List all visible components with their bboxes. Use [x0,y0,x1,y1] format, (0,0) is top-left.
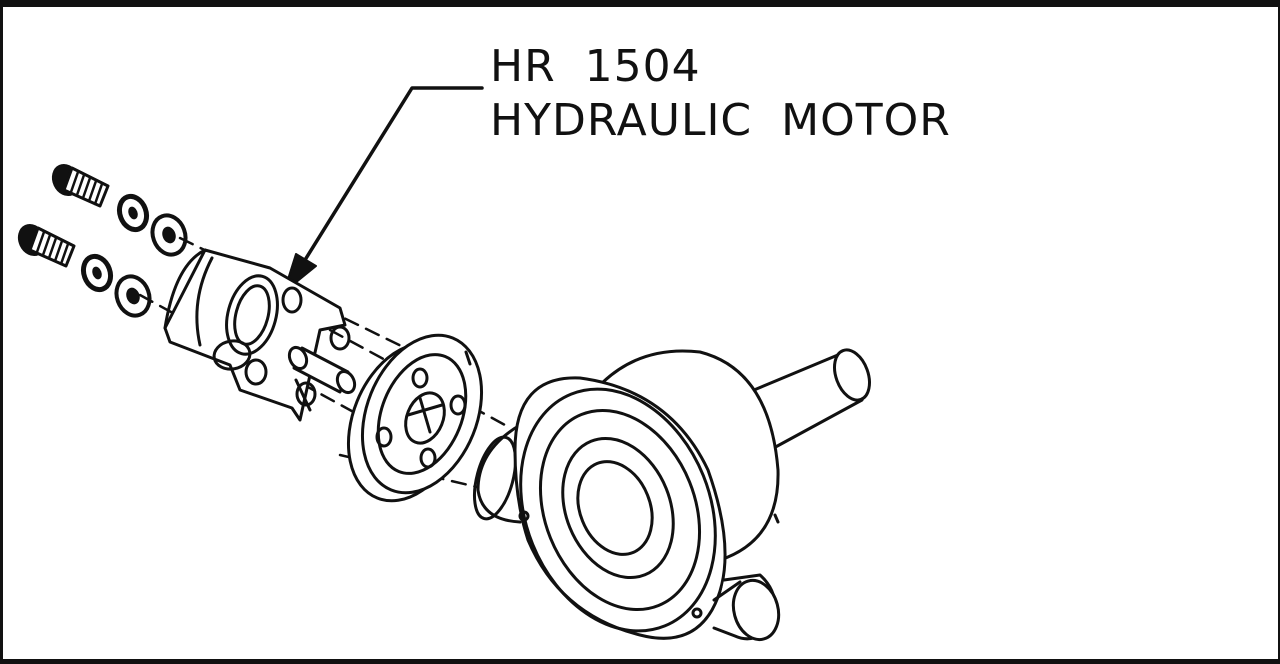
part-callout: HR 1504 HYDRAULIC MOTOR [490,40,951,148]
housing [472,348,871,642]
coupling-pin [287,325,357,407]
flat-washer-upper [150,213,188,257]
lock-washer-lower [80,253,114,293]
flat-washer-lower [114,274,152,318]
screw-upper [51,163,110,208]
screw-lower [17,223,76,268]
callout-leader [283,86,484,293]
part-name-label: HYDRAULIC MOTOR [490,95,951,146]
part-number-label: HR 1504 [490,41,701,92]
lock-washer-upper [116,193,150,233]
motor-mount-bracket [163,248,347,422]
flange-hub [346,333,484,503]
